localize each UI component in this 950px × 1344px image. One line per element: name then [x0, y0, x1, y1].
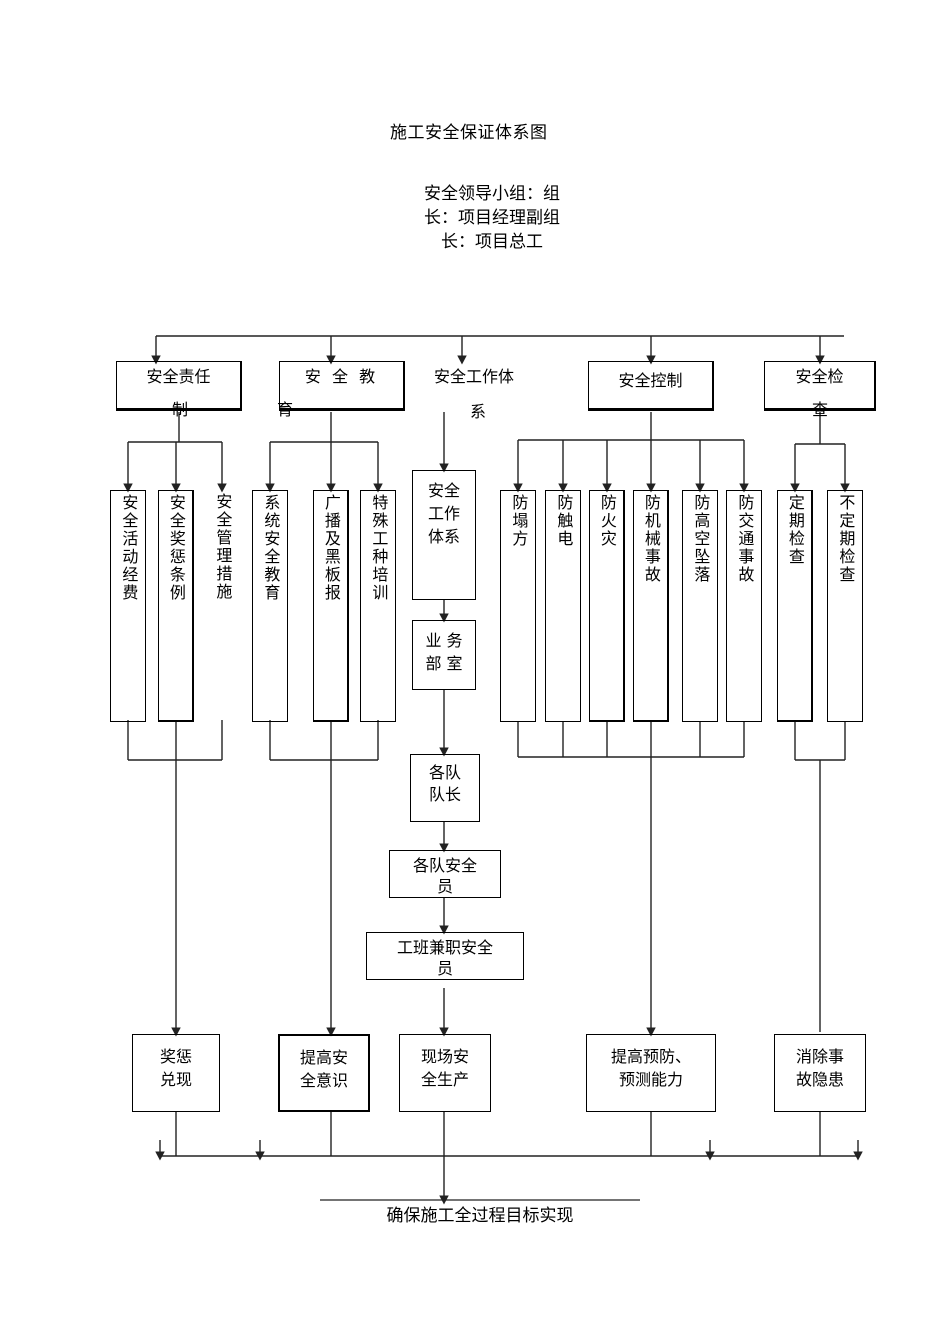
node-label: 特殊工种培训	[369, 494, 389, 602]
node-safety-control[interactable]: 安全控制	[588, 361, 714, 411]
outcome-reward-penalty-redeem[interactable]: 奖惩 兑现	[132, 1034, 220, 1112]
outcome-raise-safety-awareness[interactable]: 提高安 全意识	[278, 1034, 370, 1112]
node-label: 广播及黑板报	[321, 494, 341, 602]
node-label: 防火灾	[597, 494, 617, 548]
node-label: 现场安 全生产	[420, 1047, 469, 1090]
node-anti-collapse[interactable]: 防塌方	[500, 490, 536, 722]
node-label: 不定期检查	[836, 494, 856, 584]
outcome-raise-prevention-ability[interactable]: 提高预防、 预测能力	[586, 1034, 716, 1112]
node-label: 安全责任	[146, 367, 211, 386]
node-label: 各队 队长	[428, 763, 461, 805]
node-label: 安全活动经费	[119, 494, 139, 602]
node-label: 提高安 全意识	[299, 1048, 348, 1091]
node-irregular-inspection[interactable]: 不定期检查	[827, 490, 863, 722]
node-label: 提高预防、 预测能力	[610, 1047, 691, 1090]
outcome-eliminate-hidden-danger[interactable]: 消除事 故隐患	[774, 1034, 866, 1112]
page-title: 施工安全保证体系图	[390, 123, 548, 143]
node-label: 系统安全教育	[261, 494, 281, 602]
node-shift-part-time-safety-officer[interactable]: 工班兼职安全 员	[366, 932, 524, 980]
node-safety-reward-penalty-rule[interactable]: 安全奖惩条例	[158, 490, 194, 722]
node-safety-education-overflow: 育	[277, 400, 294, 419]
node-label: 防高空坠落	[691, 494, 711, 584]
node-label: 安全管理措施	[213, 493, 233, 601]
node-anti-fire[interactable]: 防火灾	[589, 490, 625, 722]
node-label: 安全检	[795, 367, 844, 386]
node-label: 防机械事故	[641, 494, 661, 584]
node-safety-management-measure[interactable]: 安全管理措施	[204, 490, 240, 722]
node-label: 防交通事故	[735, 494, 755, 584]
node-label: 安全奖惩条例	[166, 494, 186, 602]
leadership-line-2: 长：项目经理副组	[424, 208, 560, 228]
node-team-safety-officer[interactable]: 各队安全 员	[389, 850, 501, 898]
node-safety-work-system[interactable]: 安全 工作 体系	[412, 470, 476, 600]
node-label: 业 务 部 室	[425, 631, 463, 674]
node-safety-work-system-heading: 安全工作体	[414, 362, 534, 412]
node-label: 安全工作体	[433, 367, 514, 386]
outcome-site-safe-production[interactable]: 现场安 全生产	[399, 1034, 491, 1112]
node-broadcast-blackboard[interactable]: 广播及黑板报	[313, 490, 349, 722]
node-regular-inspection[interactable]: 定期检查	[777, 490, 813, 722]
node-label: 各队安全 员	[412, 856, 477, 896]
leadership-line-1: 安全领导小组：组	[424, 184, 560, 204]
node-anti-electric-shock[interactable]: 防触电	[545, 490, 581, 722]
node-safety-work-system-heading-overflow: 系	[470, 402, 487, 421]
node-label: 安全控制	[618, 371, 683, 390]
node-special-work-training[interactable]: 特殊工种培训	[360, 490, 396, 722]
node-system-safety-education[interactable]: 系统安全教育	[252, 490, 288, 722]
leadership-line-3: 长：项目总工	[441, 232, 543, 252]
node-anti-fall[interactable]: 防高空坠落	[682, 490, 718, 722]
node-anti-machine-accident[interactable]: 防机械事故	[633, 490, 669, 722]
node-label: 安全 工作 体系	[427, 481, 460, 547]
node-safety-activity-fund[interactable]: 安全活动经费	[110, 490, 146, 722]
node-team-leader[interactable]: 各队 队长	[410, 754, 480, 822]
node-label: 安 全 教	[304, 367, 379, 386]
node-label: 消除事 故隐患	[795, 1047, 844, 1090]
final-goal-label: 确保施工全过程目标实现	[386, 1206, 574, 1226]
final-goal-box[interactable]: 确保施工全过程目标实现	[320, 1203, 640, 1237]
node-label: 定期检查	[785, 494, 805, 566]
node-anti-traffic-accident[interactable]: 防交通事故	[726, 490, 762, 722]
node-label: 工班兼职安全 员	[396, 938, 493, 978]
node-safety-inspection-overflow: 查	[812, 400, 829, 419]
node-label: 防塌方	[509, 494, 529, 548]
node-label: 防触电	[554, 494, 574, 548]
node-safety-responsibility-overflow: 制	[172, 400, 189, 419]
node-safety-education[interactable]: 安 全 教	[279, 361, 405, 411]
node-business-department[interactable]: 业 务 部 室	[412, 620, 476, 690]
node-label: 奖惩 兑现	[159, 1047, 192, 1090]
node-safety-responsibility[interactable]: 安全责任	[116, 361, 242, 411]
node-safety-inspection[interactable]: 安全检	[764, 361, 876, 411]
